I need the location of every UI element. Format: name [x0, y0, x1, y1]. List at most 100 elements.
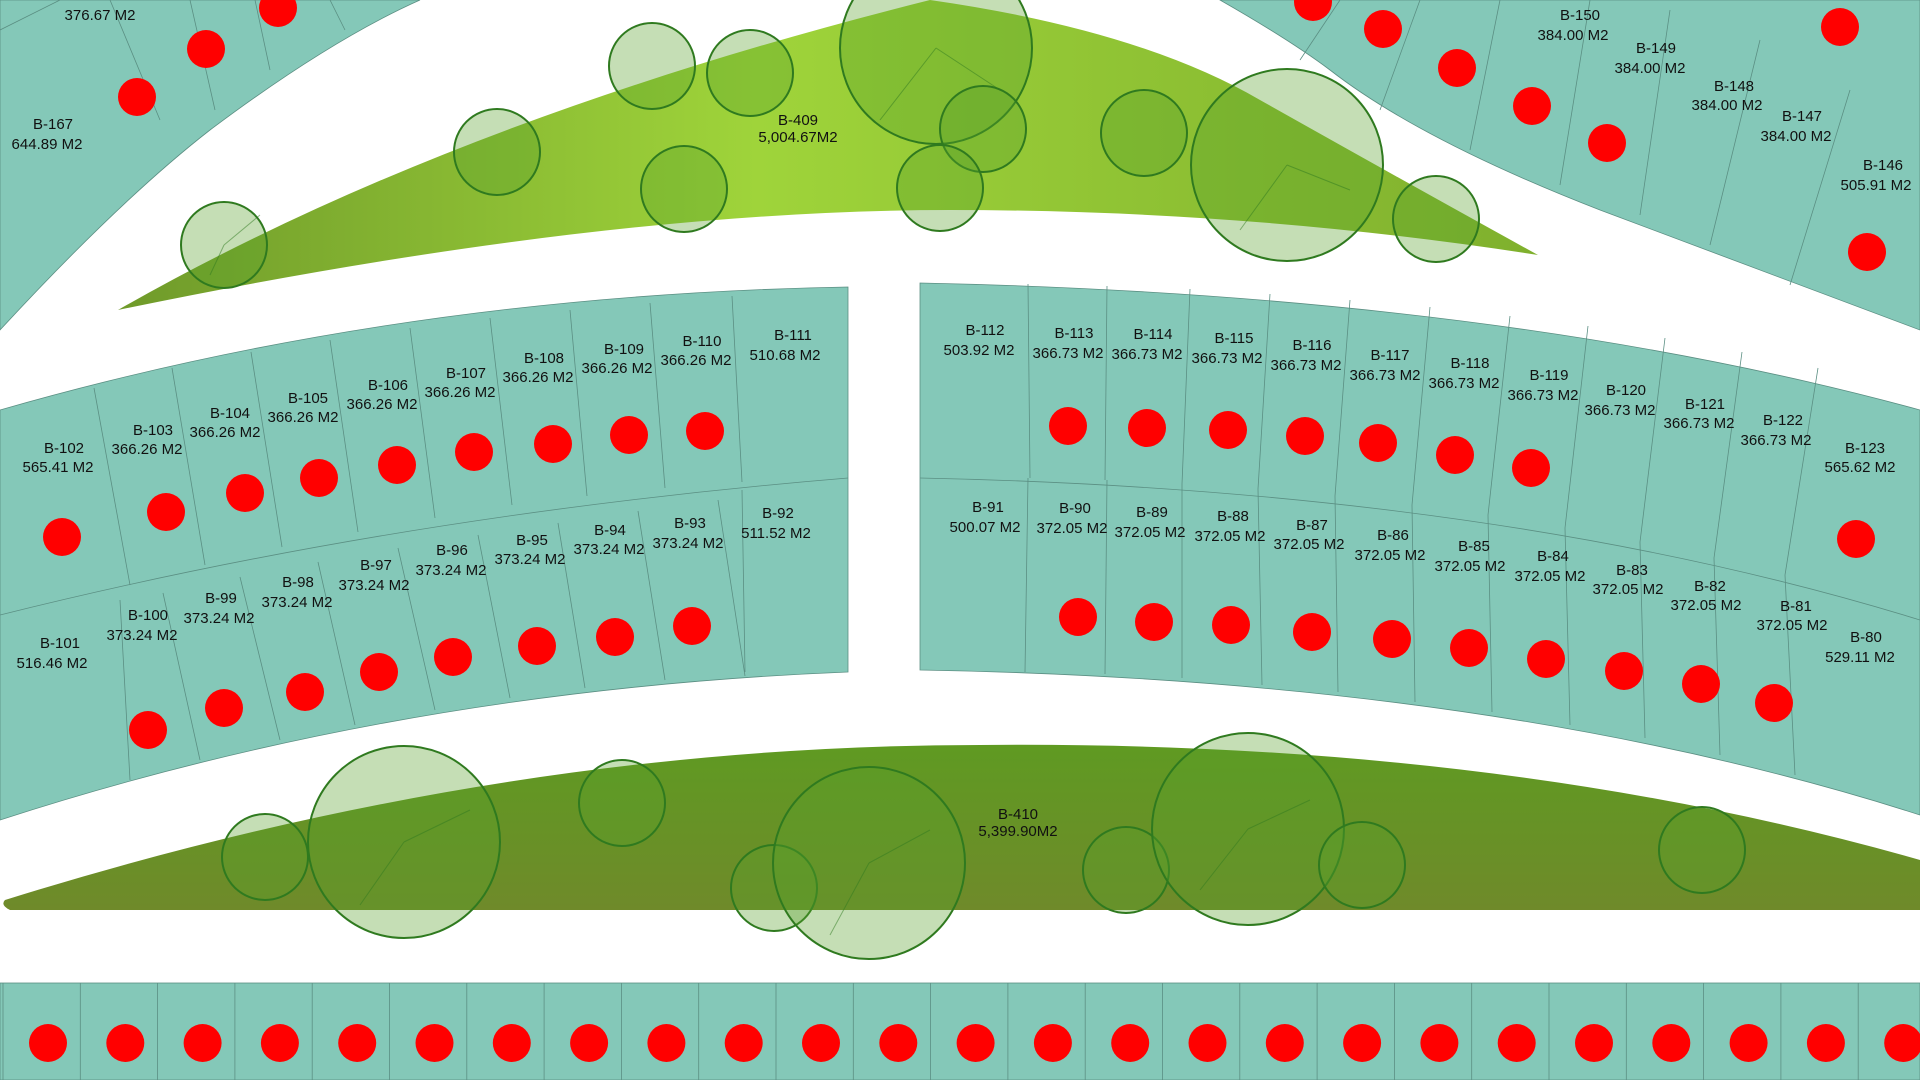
lot-label-area: 366.73 M2	[1741, 432, 1812, 449]
park-area-top[interactable]	[118, 0, 1538, 310]
lot-label-id: B-167	[33, 116, 73, 133]
lot-label-id: B-116	[1293, 337, 1332, 354]
block-top-left	[0, 0, 421, 331]
lot-label-area: 366.73 M2	[1112, 346, 1183, 363]
lot-marker	[1588, 124, 1626, 162]
lot-marker	[205, 689, 243, 727]
tree-icon	[896, 144, 984, 232]
lot-label-area: 372.05 M2	[1195, 528, 1266, 545]
lot-marker	[360, 653, 398, 691]
lot-label-id: B-121	[1685, 396, 1725, 413]
lot-label-area: 372.05 M2	[1593, 581, 1664, 598]
lot-label-area: 366.26 M2	[425, 384, 496, 401]
lot-marker	[1212, 606, 1250, 644]
lot-marker	[43, 518, 81, 556]
lot-label-area: 372.05 M2	[1274, 536, 1345, 553]
lot-label-id: B-148	[1714, 78, 1754, 95]
lot-marker	[1128, 409, 1166, 447]
lot-label-area: 373.24 M2	[262, 594, 333, 611]
lot-label-area: 372.05 M2	[1757, 617, 1828, 634]
lot-label-id: B-86	[1377, 527, 1409, 544]
lot-label-id: B-108	[524, 350, 564, 367]
lot-label-id: B-106	[368, 377, 408, 394]
lot-label-id: B-150	[1560, 7, 1600, 24]
tree-shadow-lines	[209, 47, 1351, 276]
lot-marker	[492, 1024, 531, 1062]
lot-marker	[1188, 1024, 1227, 1062]
lot-label-id: B-89	[1136, 504, 1168, 521]
lot-label-area: 366.26 M2	[582, 360, 653, 377]
lot-marker	[226, 474, 264, 512]
lot-label-area: 373.24 M2	[184, 610, 255, 627]
lot-marker	[1049, 407, 1087, 445]
lot-label-id: B-80	[1850, 629, 1882, 646]
lot-label-id: B-147	[1782, 108, 1822, 125]
lot-marker	[1450, 629, 1488, 667]
lot-label-area: 366.26 M2	[190, 424, 261, 441]
lot-label-id: B-91	[972, 499, 1004, 516]
tree-icon	[1392, 175, 1480, 263]
lot-label-id: B-88	[1217, 508, 1249, 525]
tree-shadow-lines	[359, 799, 1311, 936]
lot-marker	[673, 607, 711, 645]
lot-marker	[1806, 1024, 1845, 1062]
lot-marker	[570, 1024, 609, 1062]
lot-label-area: 366.26 M2	[661, 352, 732, 369]
lot-marker	[1729, 1024, 1768, 1062]
lot-label-area: 366.73 M2	[1508, 387, 1579, 404]
lot-marker	[1059, 598, 1097, 636]
lot-marker	[1293, 613, 1331, 651]
lot-label-area: 384.00 M2	[1538, 27, 1609, 44]
lot-marker	[518, 627, 556, 665]
lot-label-id: B-87	[1296, 517, 1328, 534]
lot-label-id: B-120	[1606, 382, 1646, 399]
lot-marker	[1359, 424, 1397, 462]
lot-label-area: 510.68 M2	[750, 347, 821, 364]
lot-marker	[596, 618, 634, 656]
tree-icon	[221, 813, 309, 901]
lot-label-area: 505.91 M2	[1841, 177, 1912, 194]
lot-band-top-left[interactable]	[0, 0, 421, 331]
lot-label-area: 366.26 M2	[347, 396, 418, 413]
lot-label-area: 366.73 M2	[1192, 350, 1263, 367]
lot-label-area: 503.92 M2	[944, 342, 1015, 359]
lot-marker	[1209, 411, 1247, 449]
lot-label-id: B-103	[133, 422, 173, 439]
lot-label-area: 565.41 M2	[23, 459, 94, 476]
lot-marker	[534, 425, 572, 463]
lot-marker	[455, 433, 493, 471]
lot-band-top-right[interactable]	[1219, 0, 1920, 331]
lot-label-area: 366.73 M2	[1585, 402, 1656, 419]
lot-marker	[1575, 1024, 1613, 1062]
lot-marker	[187, 30, 225, 68]
tree-icon	[1082, 826, 1170, 914]
lot-label-id: B-122	[1763, 412, 1803, 429]
lot-marker	[1755, 684, 1793, 722]
lot-label-area: 366.73 M2	[1350, 367, 1421, 384]
lot-marker	[1682, 665, 1720, 703]
lot-marker	[1848, 233, 1886, 271]
lot-dividers-middle-right	[1024, 283, 1819, 776]
lot-marker	[286, 673, 324, 711]
lot-marker	[1497, 1024, 1536, 1062]
lot-label-area: 372.05 M2	[1435, 558, 1506, 575]
lot-marker	[1294, 0, 1332, 21]
lot-marker	[1652, 1024, 1691, 1062]
lot-label-area: 384.00 M2	[1615, 60, 1686, 77]
lot-label-id: B-111	[774, 327, 812, 344]
lot-marker	[1884, 1024, 1920, 1062]
lot-label-area: 366.26 M2	[503, 369, 574, 386]
lot-marker	[259, 0, 297, 27]
tree-icon	[578, 759, 666, 847]
lot-marker	[724, 1024, 763, 1062]
lot-label-id: B-92	[762, 505, 794, 522]
tree-group-bottom	[221, 732, 1746, 960]
lot-label-id: B-84	[1537, 548, 1569, 565]
lot-label-id: B-98	[282, 574, 314, 591]
lot-marker	[1837, 520, 1875, 558]
lot-label-id: B-118	[1451, 355, 1490, 372]
lot-dividers-top-right	[1299, 0, 1851, 286]
lot-label-area: 373.24 M2	[574, 541, 645, 558]
lot-label-area: 373.24 M2	[339, 577, 410, 594]
lot-marker	[1033, 1024, 1072, 1062]
